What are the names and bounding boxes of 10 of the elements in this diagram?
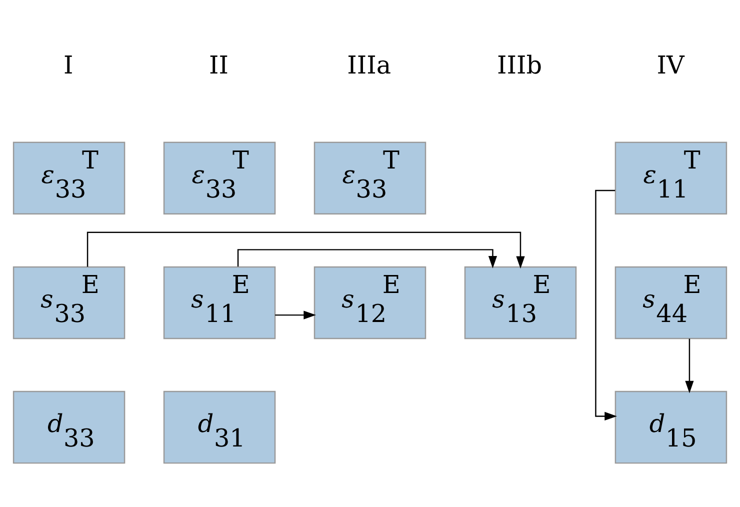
arrow bbox=[237, 248, 498, 268]
label: II bbox=[209, 50, 229, 79]
label: IV bbox=[656, 50, 684, 79]
label: IIIb bbox=[497, 50, 542, 79]
label: I bbox=[63, 50, 74, 79]
arrow bbox=[86, 231, 525, 268]
arrow bbox=[275, 310, 316, 319]
label: IIIa bbox=[347, 50, 392, 79]
arrow bbox=[595, 189, 617, 420]
arrow bbox=[685, 338, 694, 393]
